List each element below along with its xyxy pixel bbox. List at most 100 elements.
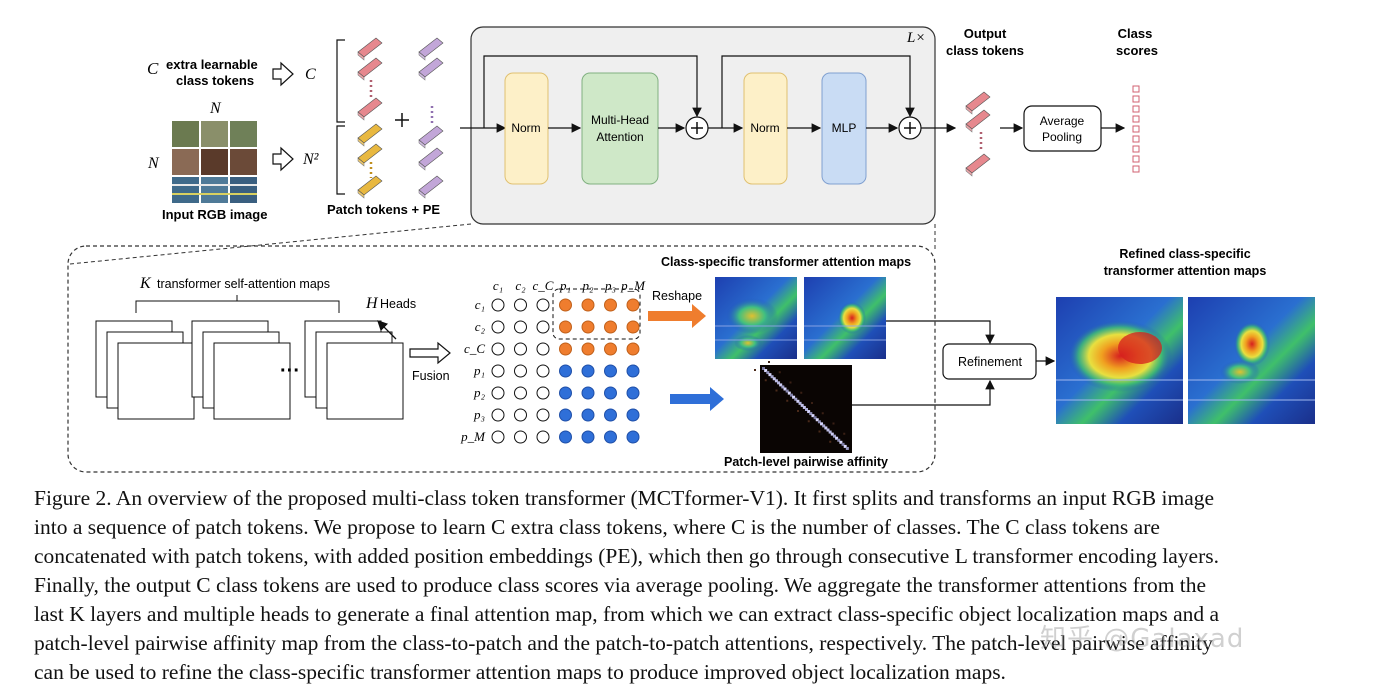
- matrix-cell: [514, 430, 527, 444]
- affinity-pixel: [826, 428, 830, 432]
- input-image-label: Input RGB image: [162, 207, 267, 222]
- token-icon: [965, 153, 991, 177]
- token-icon: [357, 175, 383, 199]
- affinity-pixel: [796, 399, 800, 403]
- matrix-col-label: p₃: [604, 278, 616, 293]
- grid-top-label: N: [209, 100, 222, 117]
- matrix-cell: [514, 342, 527, 356]
- token-icon: [357, 97, 383, 121]
- attention-label-1: Multi-Head: [591, 113, 649, 127]
- class-score-box: [1132, 95, 1140, 103]
- affinity-pixel: [762, 367, 765, 370]
- affinity-pixel: [787, 391, 791, 395]
- matrix-cell: [491, 408, 505, 422]
- reshape-label: Reshape: [652, 289, 702, 303]
- affinity-pixel: [768, 361, 770, 363]
- matrix-cell: [491, 386, 505, 400]
- attention-block: [581, 72, 659, 185]
- affinity-pixel: [768, 373, 772, 377]
- patch-affinity-map: [754, 361, 852, 453]
- affinity-pixel: [797, 410, 799, 412]
- affinity-pixel: [809, 412, 813, 416]
- matrix-cell: [626, 386, 640, 400]
- fusion-arrow-icon: [409, 341, 451, 365]
- matrix-col-label: c₂: [515, 278, 526, 293]
- average-pooling-block: [1023, 105, 1102, 152]
- figure-caption: Figure 2. An overview of the proposed mu…: [34, 484, 1356, 687]
- matrix-cell: [491, 320, 505, 334]
- class-score-box: [1132, 115, 1140, 123]
- affinity-pixel: [781, 385, 785, 389]
- matrix-row-label: c_C: [464, 341, 485, 356]
- matrix-cell: [536, 430, 550, 444]
- affinity-pixel: [821, 412, 824, 415]
- matrix-cell: [604, 342, 617, 356]
- affinity-pixel: [770, 375, 774, 379]
- output-label-2: class tokens: [946, 43, 1024, 58]
- token-icon: [965, 91, 991, 115]
- class-attention-map-2: [804, 277, 886, 359]
- class-score-box: [1132, 135, 1140, 143]
- affinity-pixel: [815, 418, 819, 422]
- matrix-row-label: p_M: [460, 429, 486, 444]
- output-label-1: Output: [964, 26, 1007, 41]
- token-icon: [418, 175, 444, 199]
- matrix-cell: [491, 430, 505, 444]
- matrix-col-label: c_C: [533, 278, 554, 293]
- token-icon: [418, 37, 444, 61]
- matrix-cell: [559, 342, 572, 356]
- matrix-cell: [559, 430, 572, 444]
- matrix-row-label: c₂: [475, 319, 486, 334]
- class-score-box: [1132, 145, 1140, 153]
- matrix-cell: [514, 386, 527, 400]
- affinity-pixel: [805, 408, 808, 411]
- matrix-cell: [559, 320, 572, 334]
- affinity-pixel: [824, 426, 828, 430]
- class-score-box: [1132, 165, 1140, 173]
- grid-left-label: N: [147, 155, 160, 172]
- stack-ellipsis: ···: [280, 360, 300, 382]
- affinity-pixel: [802, 405, 806, 409]
- matrix-row-label: c₁: [475, 297, 485, 312]
- class-score-box: [1132, 155, 1140, 163]
- patch-token-stack: [357, 123, 383, 199]
- pe-token-stack: [418, 37, 444, 199]
- patch-tokens-label: Patch tokens + PE: [327, 202, 440, 217]
- encoder-repeat-label: L×: [906, 30, 925, 46]
- matrix-cell: [626, 430, 640, 444]
- k-maps-label: transformer self-attention maps: [157, 277, 330, 291]
- caption-line: into a sequence of patch tokens. We prop…: [34, 515, 1160, 539]
- affinity-pixel: [800, 391, 803, 394]
- patch-token-brace: [336, 125, 345, 195]
- affinity-pixel: [764, 369, 768, 373]
- hollow-arrow-icon: [272, 61, 294, 87]
- matrix-cell: [536, 320, 550, 334]
- affinity-pixel: [820, 422, 824, 426]
- token-icon: [418, 57, 444, 81]
- scores-label-2: scores: [1116, 43, 1158, 58]
- h-var: H: [365, 295, 379, 312]
- token-icon: [965, 109, 991, 133]
- attention-map-sheet: [117, 342, 195, 420]
- refined-title-2: transformer attention maps: [1104, 264, 1267, 278]
- refined-title-1: Refined class-specific: [1119, 247, 1250, 261]
- affinity-pixel: [811, 402, 813, 404]
- matrix-cell: [581, 298, 595, 312]
- matrix-cell: [491, 342, 505, 356]
- matrix-cell: [581, 320, 595, 334]
- token-icon: [418, 125, 444, 149]
- matrix-cell: [559, 298, 572, 312]
- matrix-col-label: p_M: [620, 278, 646, 293]
- caption-line: concatenated with patch tokens, with add…: [34, 544, 1219, 568]
- matrix-cell: [514, 298, 527, 312]
- caption-line: can be used to refine the class-specific…: [34, 660, 1006, 684]
- matrix-cell: [581, 408, 595, 422]
- class-attention-map-1: [715, 277, 797, 359]
- refined-map-1: [1056, 297, 1183, 424]
- matrix-row-label: p₁: [473, 363, 485, 378]
- affinity-pixel: [832, 422, 835, 425]
- matrix-cell: [626, 342, 640, 356]
- matrix-cell: [491, 364, 505, 378]
- matrix-cell: [536, 342, 550, 356]
- affinity-pixel: [754, 369, 756, 371]
